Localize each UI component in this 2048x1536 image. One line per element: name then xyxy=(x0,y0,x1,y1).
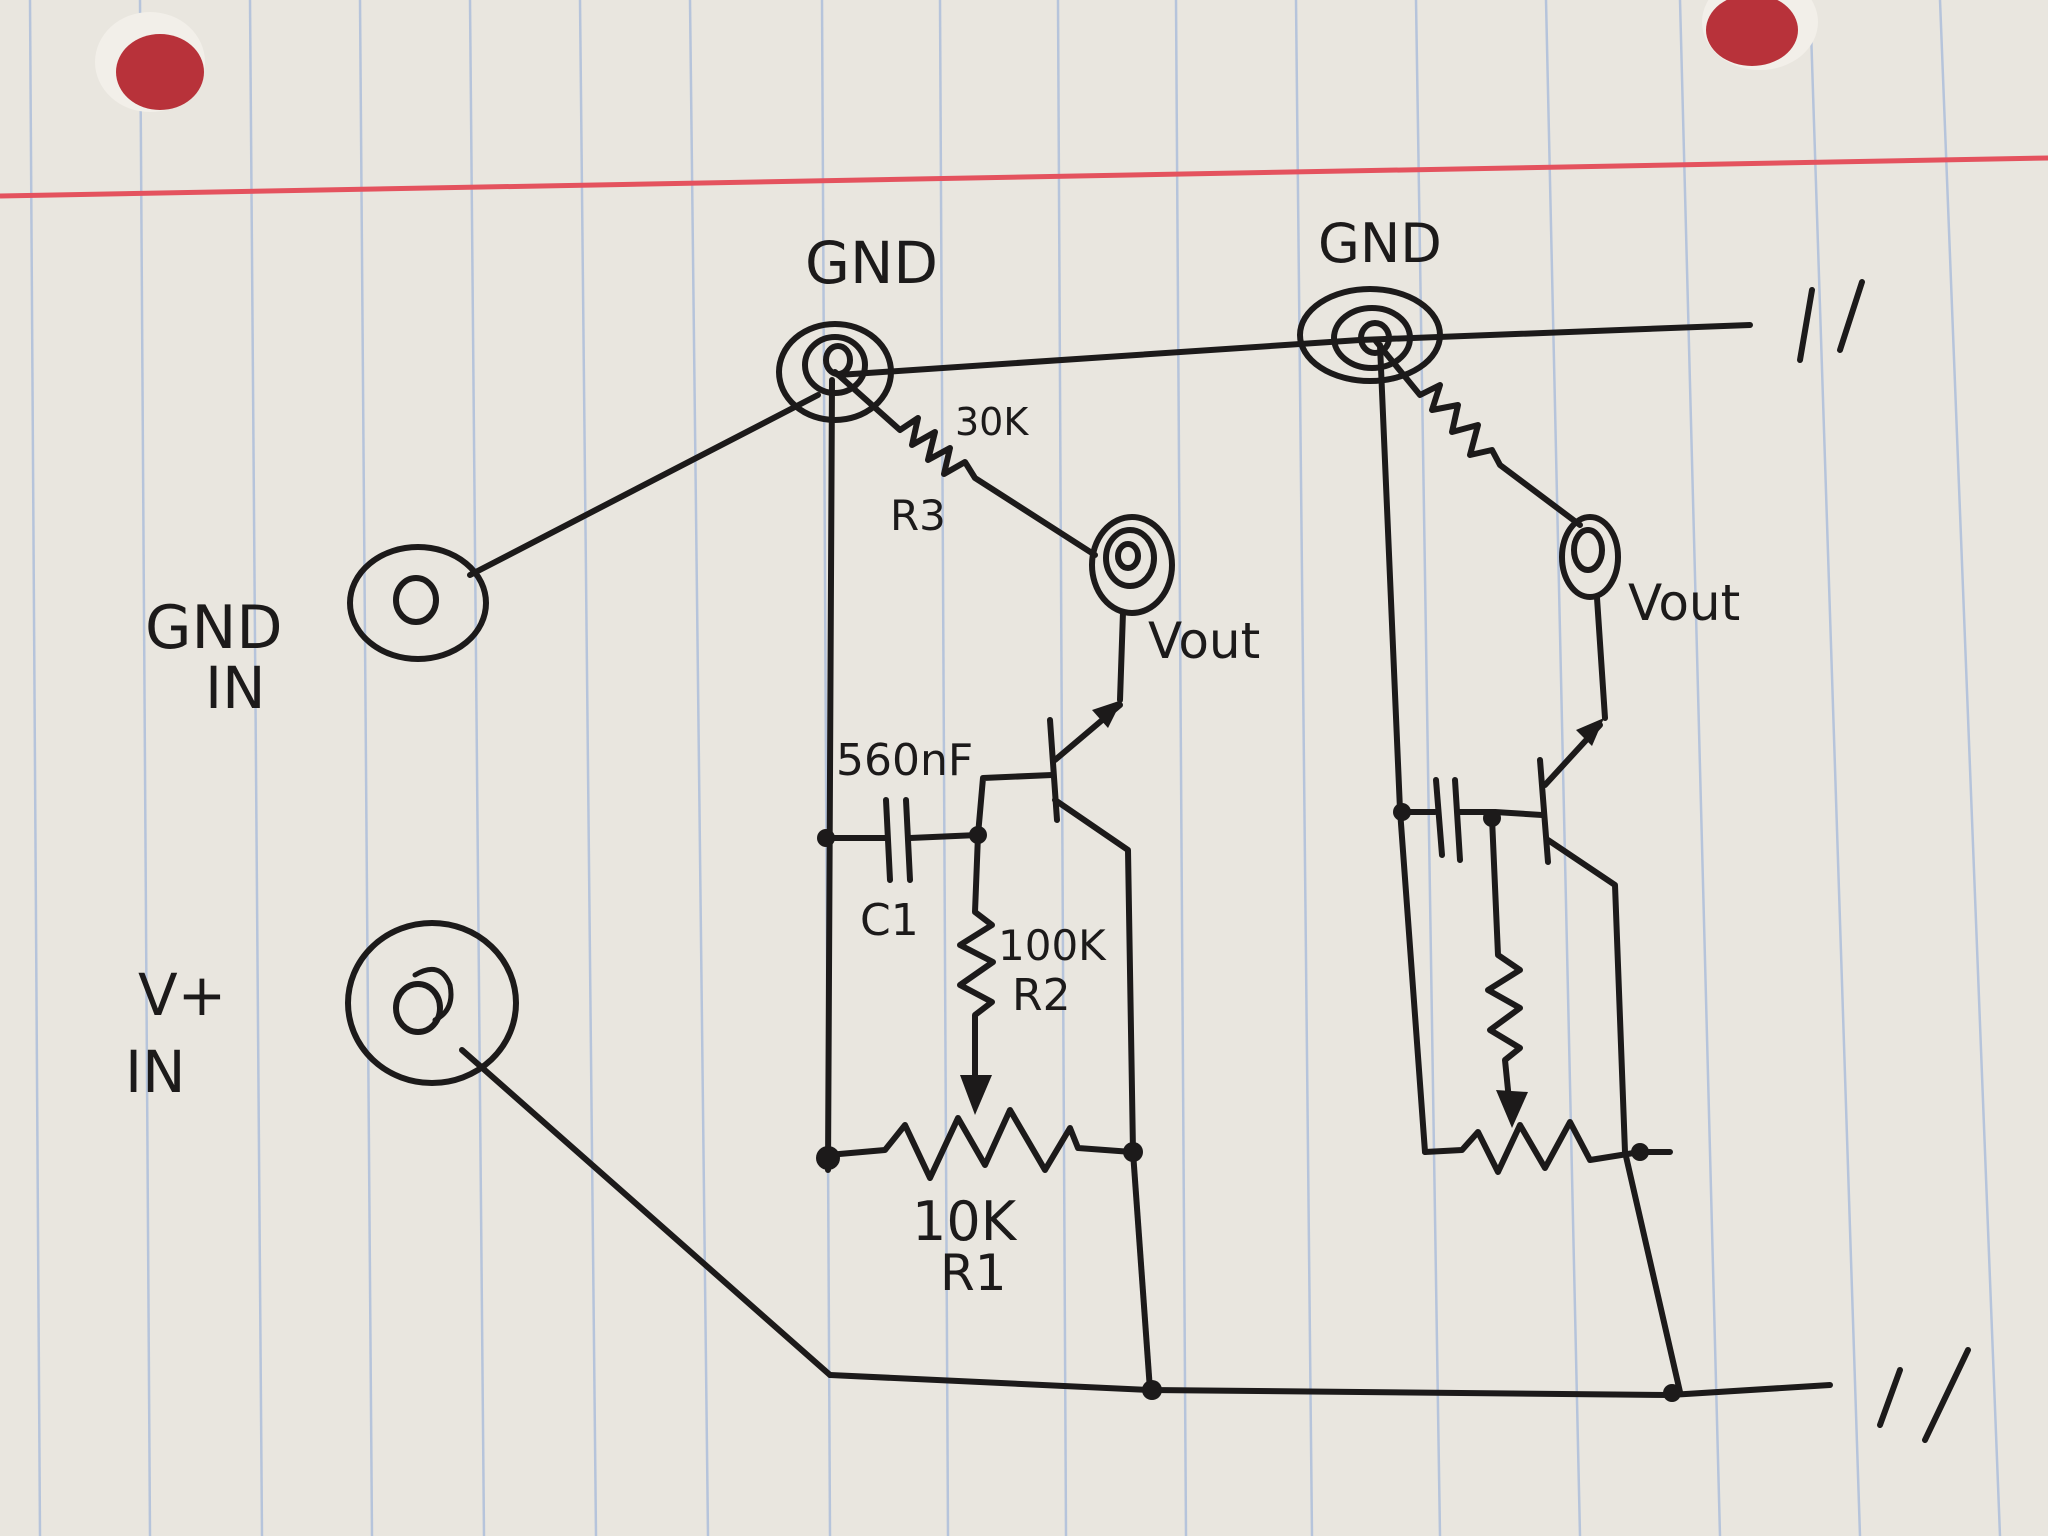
r1-value-label: 10K xyxy=(912,1190,1018,1253)
vplus-in-label-line2: IN xyxy=(125,1038,186,1106)
transistor-right xyxy=(1492,718,1683,1395)
gnd-rail xyxy=(835,322,1753,378)
r3-resistor xyxy=(832,369,1098,558)
left-gnd-wire xyxy=(825,377,835,1173)
vplus-in-label-line1: V+ xyxy=(138,961,226,1029)
right-r-resistor xyxy=(1372,337,1583,528)
gnd-in-label-line1: GND xyxy=(145,593,283,663)
margin-line xyxy=(0,155,2048,199)
r2-value-label: 100K xyxy=(998,921,1107,970)
r3-value-label: 30K xyxy=(955,400,1029,444)
ruled-lines xyxy=(28,0,2002,1536)
right-r1-potentiometer xyxy=(1422,1119,1673,1175)
vplus-input-wire xyxy=(459,1047,833,1378)
r1-wiper-arrow xyxy=(960,1075,992,1115)
gnd-label-top-left: GND xyxy=(805,229,938,297)
gnd-in-jack xyxy=(347,544,489,662)
r2-name-label: R2 xyxy=(1012,970,1071,1021)
continue-mark-bottom xyxy=(1877,1347,1971,1443)
right-capacitor xyxy=(1393,777,1501,863)
continue-mark-top xyxy=(1797,279,1865,363)
vout-right-jack xyxy=(1559,514,1621,600)
gnd-node-right xyxy=(1297,286,1443,384)
gnd-label-top-right: GND xyxy=(1318,212,1442,275)
right-gnd-wire xyxy=(1377,342,1428,1155)
r2-resistor xyxy=(957,832,996,1103)
right-r2-resistor xyxy=(1485,815,1523,1113)
vplus-rail xyxy=(827,1372,1833,1398)
c1-value-label: 560nF xyxy=(836,735,973,786)
vout-label-right: Vout xyxy=(1628,574,1740,632)
r1-name-label: R1 xyxy=(940,1244,1007,1302)
punch-holes xyxy=(95,0,1818,112)
r1-potentiometer xyxy=(825,1107,1135,1181)
vout-left-jack xyxy=(1089,514,1175,616)
r3-name-label: R3 xyxy=(890,491,946,540)
c1-capacitor xyxy=(817,797,987,883)
c1-name-label: C1 xyxy=(860,895,919,946)
vout-label-left: Vout xyxy=(1148,612,1260,670)
gnd-input-wire xyxy=(467,392,821,578)
transistor-left xyxy=(975,700,1136,1155)
vplus-in-jack xyxy=(345,920,519,1086)
gnd-in-label-line2: IN xyxy=(205,654,266,722)
